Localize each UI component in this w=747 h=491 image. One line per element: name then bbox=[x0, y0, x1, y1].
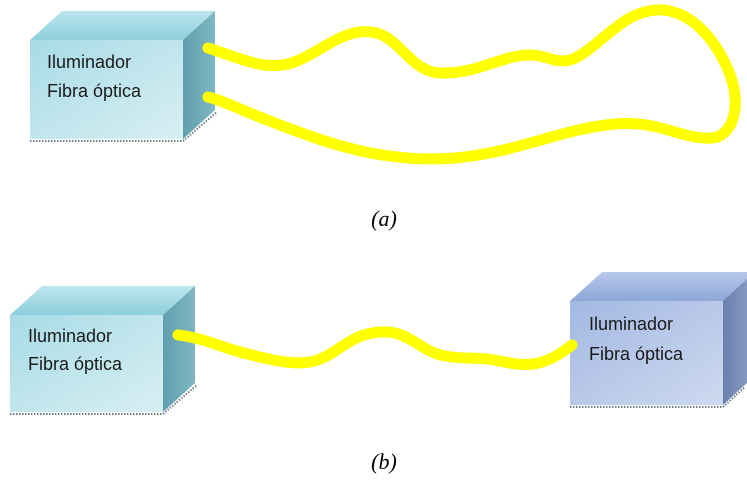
box-side-face bbox=[723, 279, 747, 405]
box-front-face bbox=[570, 301, 723, 405]
illuminator-box-b-left: Iluminador Fibra óptica bbox=[10, 286, 198, 415]
box-label-line2: Fibra óptica bbox=[28, 354, 123, 374]
box-shadow-dots bbox=[570, 386, 746, 408]
box-label-line1: Iluminador bbox=[47, 52, 131, 72]
box-front-face bbox=[10, 315, 163, 412]
box-front-face bbox=[30, 40, 183, 139]
box-top-face bbox=[570, 272, 747, 301]
box-shadow-dots bbox=[30, 111, 218, 142]
caption-a: (a) bbox=[371, 206, 397, 231]
box-label-line1: Iluminador bbox=[589, 314, 673, 334]
box-top-face bbox=[30, 11, 215, 40]
illuminator-box-b-right: Iluminador Fibra óptica bbox=[570, 272, 747, 408]
fiber-optic-cable bbox=[172, 326, 578, 370]
box-label-line1: Iluminador bbox=[28, 326, 112, 346]
illuminator-box-a: Iluminador Fibra óptica bbox=[30, 11, 218, 142]
fiber-optic-cable-loop bbox=[202, 4, 741, 165]
panel-b: Iluminador Fibra óptica Iluminador Fibra… bbox=[10, 272, 747, 474]
box-shadow-dots bbox=[10, 384, 198, 415]
panel-a: Iluminador Fibra óptica (a) bbox=[30, 4, 741, 231]
box-top-face bbox=[10, 286, 195, 315]
box-side-face bbox=[163, 286, 195, 412]
caption-b: (b) bbox=[371, 449, 397, 474]
box-label-line2: Fibra óptica bbox=[47, 81, 142, 101]
box-label-line2: Fibra óptica bbox=[589, 344, 684, 364]
